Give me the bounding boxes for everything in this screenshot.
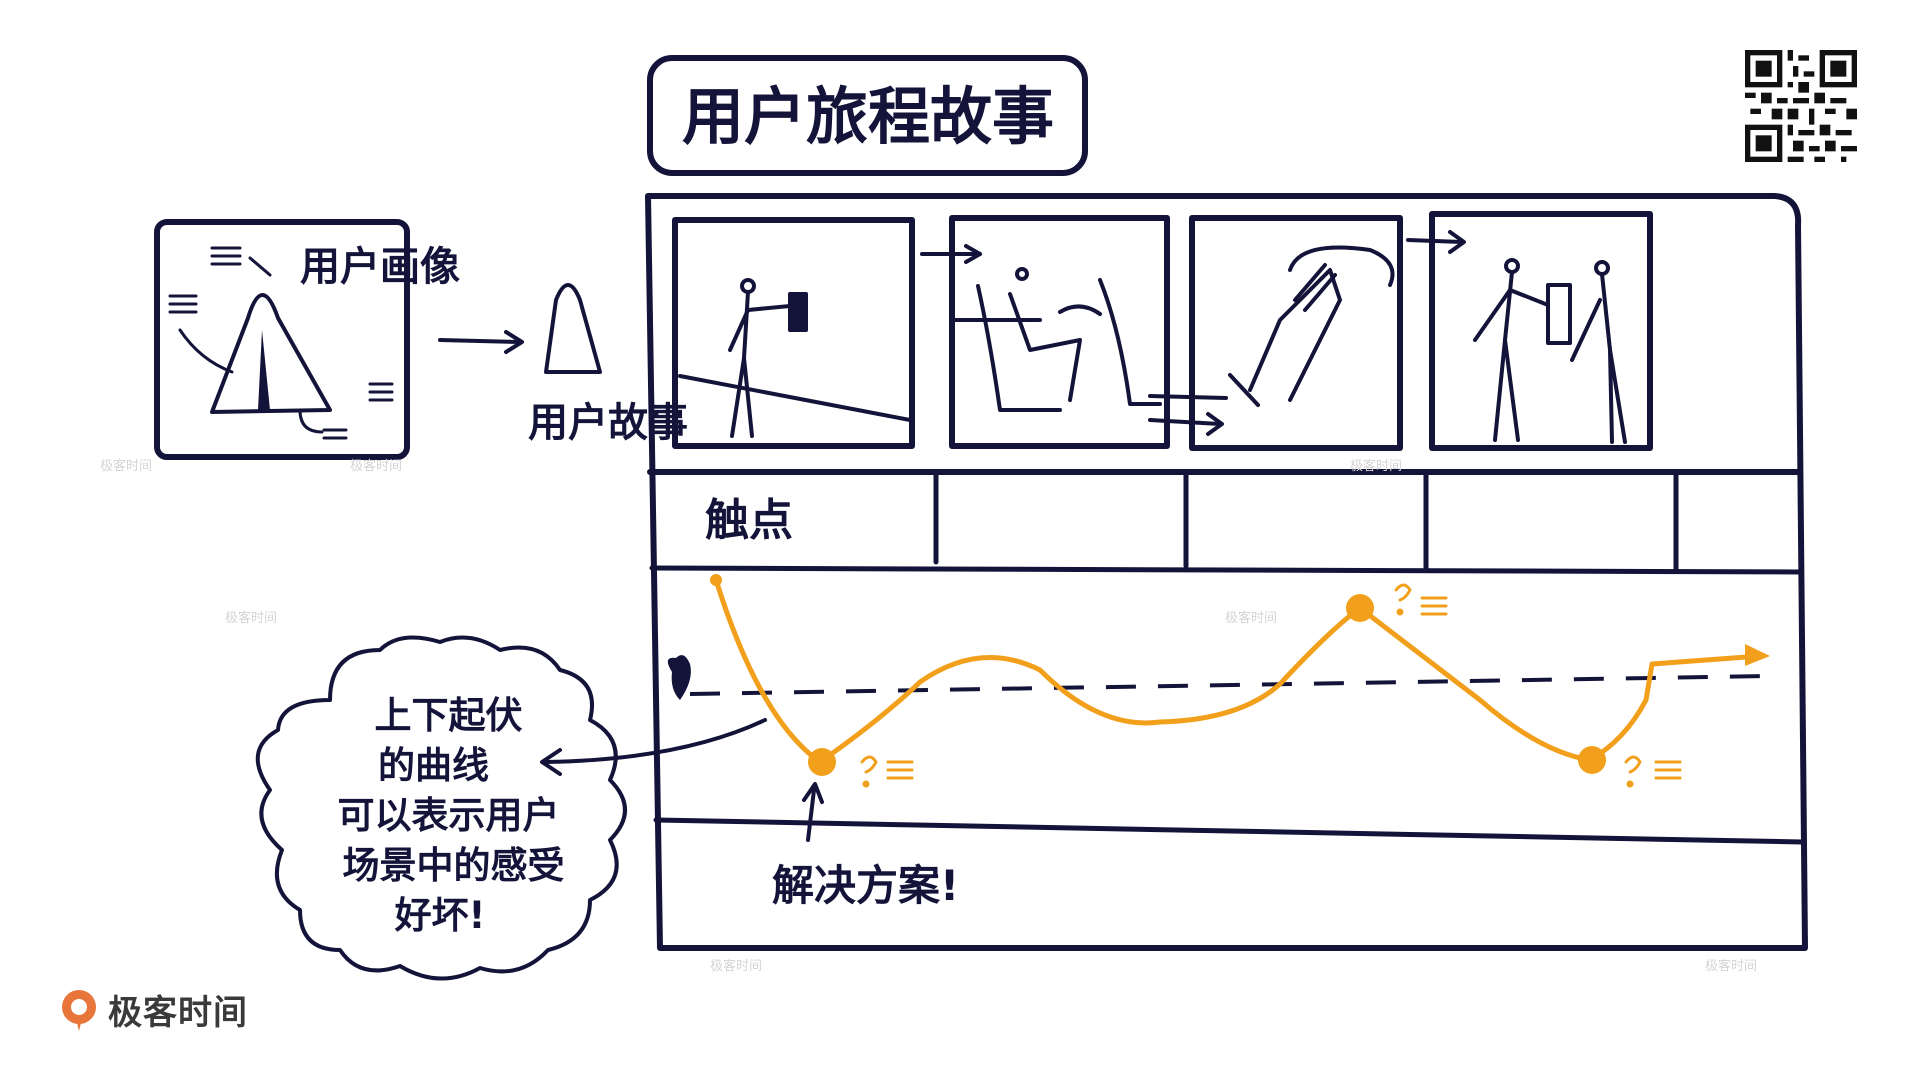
solution-arrow (802, 782, 824, 842)
scene-1-person-phone-icon (678, 278, 912, 438)
emotion-curve (710, 574, 1770, 788)
low-point-1 (808, 748, 836, 776)
scene-2-seated-people-icon (953, 267, 1228, 412)
geektime-logo-icon (62, 989, 96, 1031)
persona-card: 用户画像 (154, 219, 460, 460)
persona-figure-icon (210, 293, 332, 414)
scene-panel-3 (1189, 215, 1403, 451)
scene-panel-2 (949, 215, 1170, 449)
solution-label: 解决方案! (772, 861, 959, 910)
high-point (1346, 594, 1374, 622)
low-point-2 (1578, 746, 1606, 774)
curve-arrowhead-icon (1745, 644, 1770, 666)
persona-label: 用户画像 (300, 244, 460, 290)
svg-text:极客时间: 极客时间 (710, 958, 762, 974)
persona-motion-lines (168, 246, 394, 440)
svg-text:极客时间: 极客时间 (350, 458, 402, 474)
neutral-baseline (689, 674, 1771, 696)
journey-frame: 触点 (645, 193, 1808, 951)
brand-logo: 极客时间 (58, 985, 248, 1034)
svg-text:极客时间: 极客时间 (1705, 958, 1757, 974)
qr-code (1745, 50, 1857, 162)
brand-name: 极客时间 (108, 993, 248, 1033)
scene-4-two-people-icon (1473, 258, 1627, 444)
svg-text:极客时间: 极客时间 (100, 458, 152, 474)
title-box: 用户旅程故事 (647, 55, 1088, 176)
scene-panel-4 (1429, 211, 1653, 451)
cloud-pointer-arrow (540, 718, 767, 776)
scene-3-hand-icon (1148, 245, 1395, 436)
story-label: 用户故事 (528, 400, 688, 446)
watermarks: 极客时间 极客时间 极客时间 极客时间 极客时间 极客时间 极客时间 (100, 458, 1757, 974)
heart-icon (667, 655, 691, 700)
document-icon (1546, 283, 1572, 345)
arrow-persona-to-story (438, 330, 524, 354)
svg-text:极客时间: 极客时间 (1350, 458, 1402, 474)
annotation-cloud: 上下起伏 的曲线 可以表示用户 场景中的感受 好坏! (255, 635, 627, 981)
diagram-title: 用户旅程故事 (682, 80, 1054, 153)
user-story: 用户故事 (528, 283, 688, 446)
scene-panel-1 (672, 217, 915, 449)
svg-text:极客时间: 极客时间 (225, 610, 277, 626)
persona-tie-icon (258, 330, 270, 410)
svg-text:极客时间: 极客时间 (1225, 610, 1277, 626)
touchpoint-label: 触点 (705, 495, 793, 546)
annotation-text: 上下起伏 的曲线 可以表示用户 场景中的感受 好坏! (338, 694, 578, 937)
scene-arrows (920, 230, 1466, 264)
story-figure-icon (544, 283, 602, 374)
